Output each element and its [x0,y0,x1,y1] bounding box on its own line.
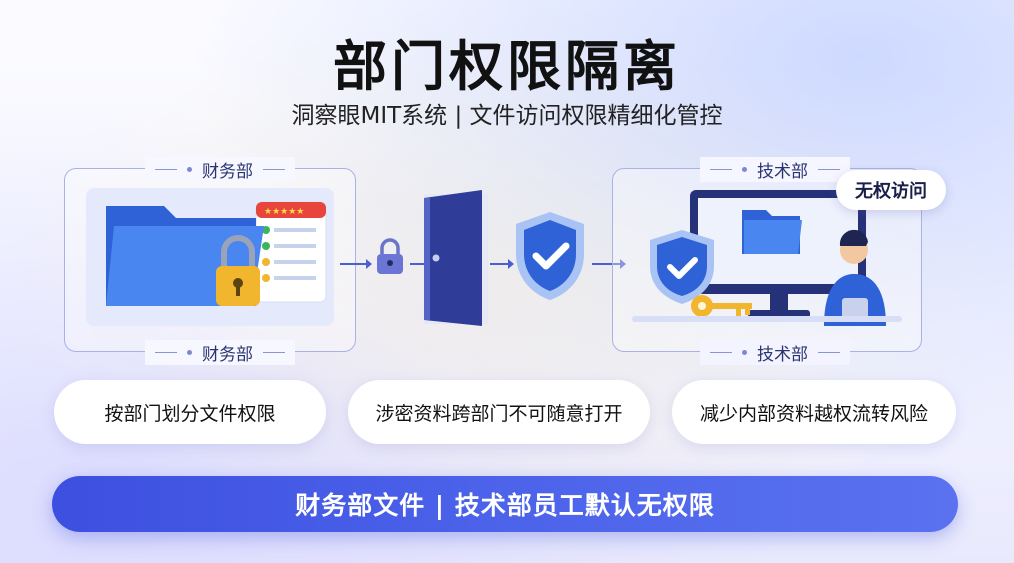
user-icon [824,229,886,326]
finance-label-bottom-text: 财务部 [202,345,253,365]
key-icon [691,295,752,317]
shield-check-icon [650,230,714,304]
arrow-icon [592,255,626,274]
summary-banner: 财务部文件 | 技术部员工默认无权限 [52,476,958,532]
tech-illustration [632,188,902,328]
tech-label-top: 技术部 [700,157,850,182]
finance-label-top: 财务部 [145,157,295,182]
arrow-icon [490,255,514,274]
finance-label-top-text: 财务部 [202,162,253,182]
no-access-bubble: 无权访问 [836,170,946,210]
lock-icon [216,235,260,306]
feature-pill-1: 按部门划分文件权限 [54,380,326,444]
lock-icon [374,238,406,280]
tech-label-bottom: 技术部 [700,340,850,365]
feature-pill-2: 涉密资料跨部门不可随意打开 [348,380,650,444]
folder-icon [742,210,802,254]
finance-label-bottom: 财务部 [145,340,295,365]
feature-pill-3: 减少内部资料越权流转风险 [672,380,956,444]
arrow-icon [340,255,372,274]
svg-text:★★★★★: ★★★★★ [264,207,304,217]
checklist-icon: ★★★★★ [255,201,327,303]
tech-label-top-text: 技术部 [757,162,808,182]
tech-label-bottom-text: 技术部 [757,345,808,365]
finance-illustration: ★★★★★ [86,186,334,328]
shield-check-icon [512,210,588,306]
page-title: 部门权限隔离 [333,35,681,98]
page-subtitle: 洞察眼MIT系统 | 文件访问权限精细化管控 [291,103,723,129]
door-icon [420,188,492,332]
